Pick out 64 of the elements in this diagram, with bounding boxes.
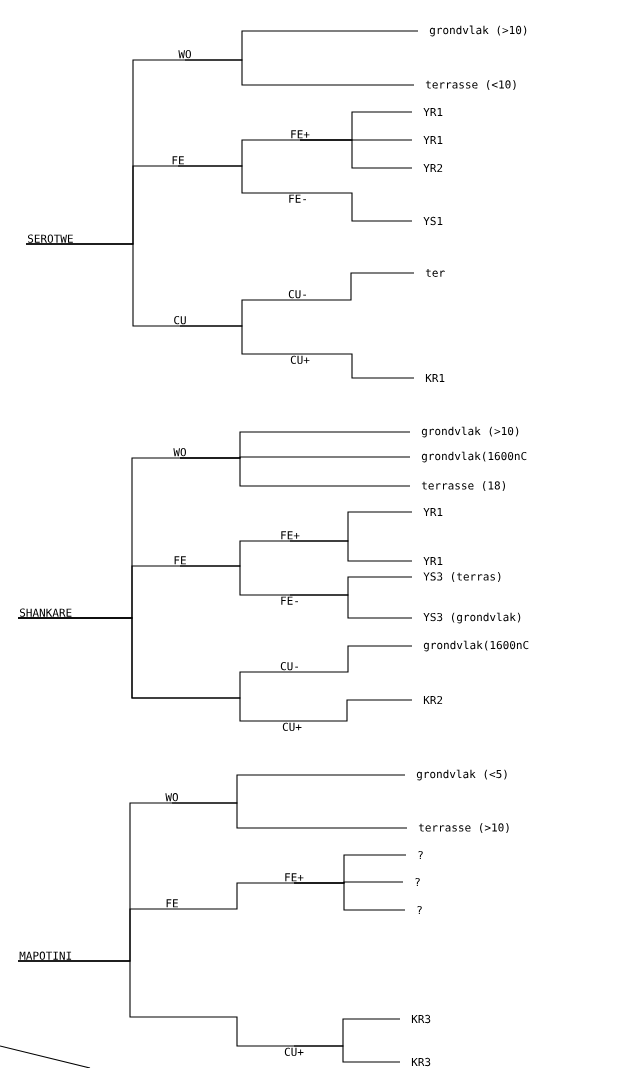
branch-line [171, 882, 295, 910]
branch-line [297, 192, 413, 222]
leaf-label: grondvlak (>10) [429, 25, 527, 37]
branch-label: FE+ [285, 873, 304, 882]
branch-line [299, 353, 415, 379]
branch-label: CU- [288, 290, 306, 299]
branch-line [184, 59, 415, 86]
leaf-label: YS3 (grondvlak) [423, 612, 521, 624]
leaf-label: terrasse (18) [421, 481, 505, 491]
leaf-label: YR1 [423, 108, 443, 116]
branch-line [177, 165, 299, 194]
root-label: MAPOTINI [19, 951, 72, 960]
leaf-label: terrasse (>10) [418, 823, 509, 833]
branch-line [289, 594, 413, 619]
branch-label: CU [174, 316, 186, 325]
leaf-label: YR1 [423, 557, 443, 565]
leaf-label: YR1 [423, 508, 443, 516]
branch-label: CU+ [290, 355, 310, 365]
root-label: SEROTWE [27, 234, 73, 243]
root-label: SHANKARE [19, 608, 72, 617]
branch-label: CU- [280, 662, 298, 671]
branch-label: FE- [289, 194, 306, 203]
branch-label: WO [165, 793, 178, 802]
branch-line [179, 325, 301, 355]
branch-label: CU+ [284, 1047, 304, 1057]
branch-label: CU+ [282, 722, 302, 732]
branch-line [291, 699, 413, 722]
leaf-label: KR3 [411, 1057, 431, 1067]
branch-line [293, 882, 406, 911]
leaf-label: ter [425, 269, 445, 277]
branch-line [171, 802, 408, 829]
leaf-label: grondvlak(1600nC [423, 640, 529, 652]
branch-label: FE+ [291, 130, 310, 139]
leaf-label: YR1 [423, 136, 443, 144]
branch-label: FE [174, 556, 186, 565]
branch-line [17, 617, 293, 722]
leaf-label: ? [415, 877, 420, 887]
leaf-label: YS1 [423, 216, 443, 226]
leaf-label: KR3 [411, 1014, 431, 1024]
branch-label: FE- [281, 596, 298, 605]
leaf-label: ? [418, 850, 423, 860]
branch-line [289, 645, 413, 673]
branch-line [179, 565, 291, 596]
leaf-label: YS3 (terras) [423, 572, 501, 582]
branch-label: WO [178, 50, 191, 59]
leaf-label: grondvlak (<5) [416, 769, 507, 781]
leaf-label: KR1 [425, 374, 445, 382]
branch-line [299, 139, 413, 169]
leaf-label: grondvlak(1600nC [421, 451, 527, 463]
branch-label: FE+ [281, 531, 300, 540]
branch-line [293, 1045, 401, 1063]
branch-line [297, 272, 415, 301]
leaf-label: grondvlak (>10) [421, 426, 519, 438]
leaf-label: KR2 [423, 695, 443, 705]
branch-label: FE [166, 899, 178, 908]
branch-line [25, 243, 181, 327]
branch-label: FE [172, 156, 184, 165]
branch-line [289, 540, 413, 562]
branch-line [17, 960, 295, 1047]
leaf-label: ? [417, 905, 422, 915]
leaf-label: terrasse (<10) [425, 80, 516, 90]
leaf-label: YR2 [423, 163, 443, 173]
branch-line [179, 457, 411, 487]
branch-label: WO [173, 448, 186, 457]
